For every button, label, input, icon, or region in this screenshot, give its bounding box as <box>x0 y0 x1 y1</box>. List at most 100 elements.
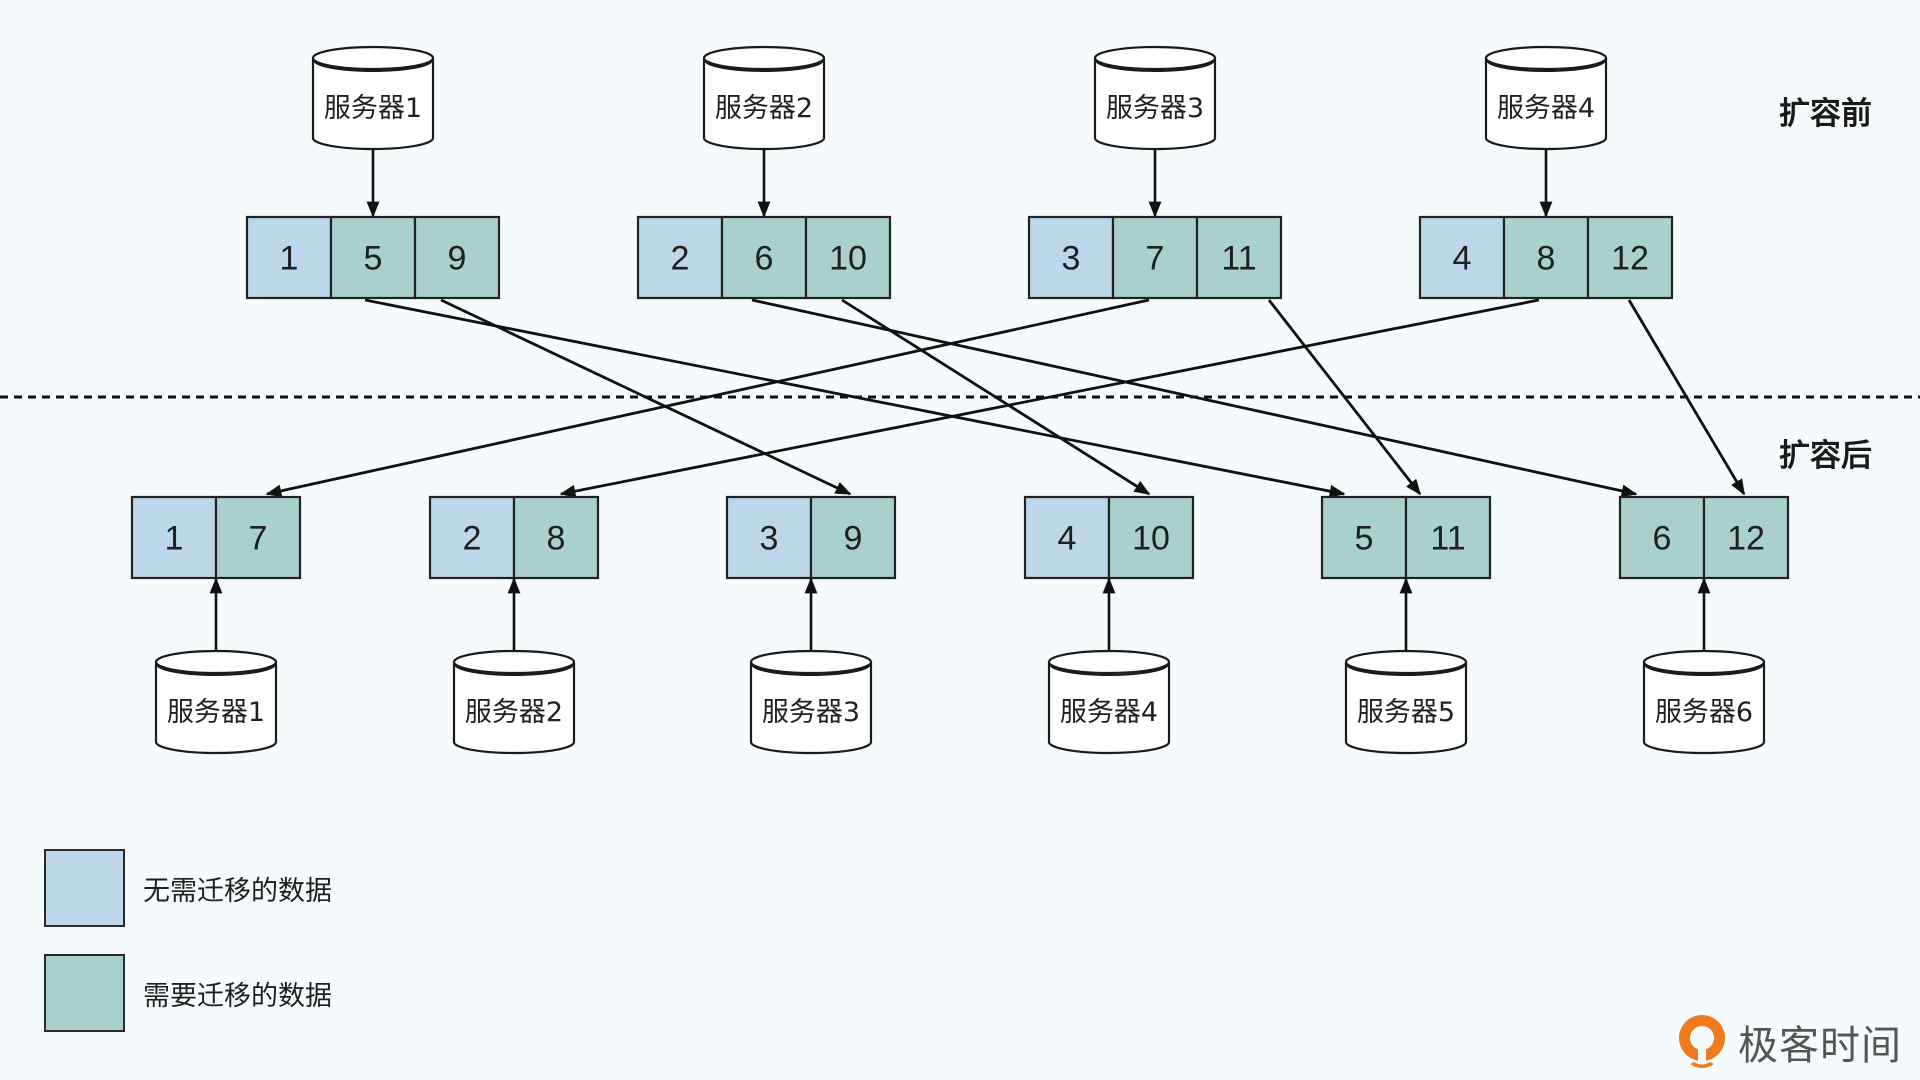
cylinder-rim <box>751 663 871 676</box>
cell-value: 10 <box>829 240 867 278</box>
migration-arrow-6 <box>751 298 1638 498</box>
cell-value: 6 <box>1653 520 1672 558</box>
migrate-data-cell <box>809 495 897 580</box>
after-expansion-label: 扩容后 <box>1779 438 1872 474</box>
after-server-5: 服务器5 <box>1344 649 1468 755</box>
brand-logo: 极客时间 <box>1676 1012 1902 1072</box>
legend-label: 无需迁移的数据 <box>143 875 332 907</box>
after-server-2: 服务器2 <box>452 649 576 755</box>
after-data-row-6: 6 12 <box>1618 495 1790 580</box>
cell-value: 12 <box>1611 240 1649 278</box>
cell-value: 6 <box>755 240 774 278</box>
cylinder-rim <box>1095 59 1215 72</box>
before-server-3: 服务器3 <box>1093 45 1217 151</box>
cylinder-rim <box>313 59 433 72</box>
cell-value: 9 <box>844 520 863 558</box>
cell-value: 5 <box>1355 520 1374 558</box>
cell-value: 2 <box>671 240 690 278</box>
before-server-2: 服务器2 <box>702 45 826 151</box>
cylinder-top <box>311 45 435 71</box>
geektime-logo-icon <box>1679 1015 1725 1068</box>
cell-value: 2 <box>463 520 482 558</box>
server-name: 服务器2 <box>715 93 813 124</box>
cylinder-top <box>1047 649 1171 675</box>
cylinder-top <box>1344 649 1468 675</box>
static-data-cell <box>636 215 724 300</box>
cylinder-rim <box>1346 663 1466 676</box>
cell-value: 11 <box>1430 520 1465 558</box>
server-name: 服务器4 <box>1060 697 1158 728</box>
migrate-data-cell <box>804 215 892 300</box>
migrate-data-cell <box>512 495 600 580</box>
cylinder-top <box>154 649 278 675</box>
after-server-4: 服务器4 <box>1047 649 1171 755</box>
migration-arrow-10 <box>841 298 1151 496</box>
migration-arrow-11 <box>1267 299 1422 496</box>
cylinder-rim <box>1486 59 1606 72</box>
server-name: 服务器3 <box>1106 93 1204 124</box>
static-data-cell <box>1027 215 1115 300</box>
before-expansion-label: 扩容前 <box>1779 96 1872 132</box>
before-server-4: 服务器4 <box>1484 45 1608 151</box>
migration-arrows <box>265 298 1746 498</box>
server-name: 服务器6 <box>1655 697 1753 728</box>
migrate-data-cell <box>1195 215 1283 300</box>
cylinder-top <box>702 45 826 71</box>
migrate-data-cell <box>1404 495 1492 580</box>
legend-item-migrate: 需要迁移的数据 <box>44 954 332 1032</box>
cylinder-body <box>154 662 278 755</box>
cylinder-top <box>1642 649 1766 675</box>
cylinder-body <box>1642 662 1766 755</box>
legend-swatch-no-migrate <box>44 849 125 927</box>
cell-value: 5 <box>364 240 383 278</box>
migration-arrow-5 <box>364 298 1346 498</box>
cylinder-body <box>1047 662 1171 755</box>
static-data-cell <box>428 495 516 580</box>
after-data-row-4: 4 10 <box>1023 495 1195 580</box>
cell-value: 1 <box>280 240 299 278</box>
cell-value: 3 <box>760 520 779 558</box>
migration-arrow-8 <box>559 298 1540 498</box>
cylinder-body <box>452 662 576 755</box>
legend-item-no-migrate: 无需迁移的数据 <box>44 849 332 927</box>
cell-value: 7 <box>249 520 268 558</box>
cell-value: 12 <box>1727 520 1765 558</box>
cylinder-top <box>452 649 576 675</box>
cylinder-body <box>1344 662 1468 755</box>
after-server-3: 服务器3 <box>749 649 873 755</box>
migrate-data-cell <box>1702 495 1790 580</box>
legend-swatch-migrate <box>44 954 125 1032</box>
server-name: 服务器5 <box>1357 697 1455 728</box>
cell-value: 4 <box>1058 520 1077 558</box>
cell-value: 8 <box>1537 240 1556 278</box>
cylinder-rim <box>1049 663 1169 676</box>
server-name: 服务器3 <box>762 697 860 728</box>
cell-value: 8 <box>547 520 566 558</box>
after-server-6: 服务器6 <box>1642 649 1766 755</box>
migrate-data-cell <box>1502 215 1590 300</box>
migrate-data-cell <box>214 495 302 580</box>
static-data-cell <box>725 495 813 580</box>
cylinder-rim <box>704 59 824 72</box>
after-server-1: 服务器1 <box>154 649 278 755</box>
server-name: 服务器4 <box>1497 93 1595 124</box>
cell-value: 1 <box>165 520 184 558</box>
cylinder-body <box>749 662 873 755</box>
cell-value: 7 <box>1146 240 1165 278</box>
cell-value: 10 <box>1132 520 1170 558</box>
before-server-1: 服务器1 <box>311 45 435 151</box>
legend-label: 需要迁移的数据 <box>143 980 332 1012</box>
after-data-row-5: 5 11 <box>1320 495 1492 580</box>
cylinder-top <box>749 649 873 675</box>
server-name: 服务器2 <box>465 697 563 728</box>
migrate-data-cell <box>1586 215 1674 300</box>
cell-value: 3 <box>1062 240 1081 278</box>
cell-value: 11 <box>1221 240 1256 278</box>
